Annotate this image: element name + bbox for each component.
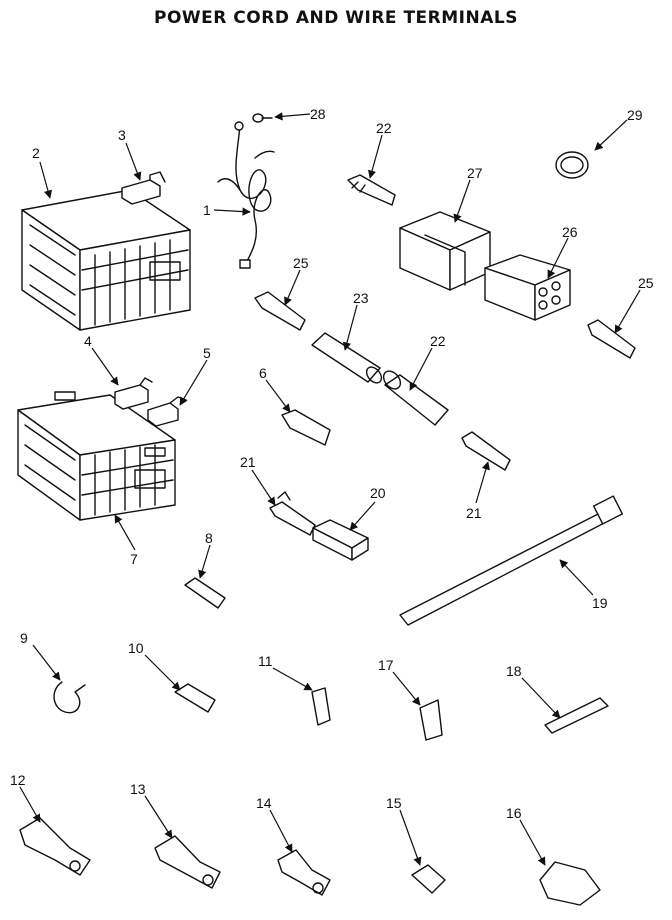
callout-29: 29 bbox=[627, 107, 643, 123]
part-9-clip bbox=[53, 681, 86, 714]
callout-15: 15 bbox=[386, 795, 402, 811]
part-7-connector-block bbox=[17, 391, 176, 521]
part-25-terminal-right bbox=[587, 319, 636, 359]
callout-17: 17 bbox=[378, 657, 394, 673]
callout-9: 9 bbox=[20, 630, 28, 646]
leader-lines bbox=[19, 112, 641, 866]
callout-10: 10 bbox=[128, 640, 144, 656]
part-24-sleeve bbox=[311, 332, 383, 384]
callout-25-right: 25 bbox=[638, 275, 654, 291]
part-22-terminal-lower bbox=[461, 431, 511, 471]
part-4-terminal bbox=[114, 377, 153, 410]
callout-3: 3 bbox=[118, 127, 126, 143]
part-26-housing bbox=[484, 254, 571, 321]
part-22-terminal-top bbox=[347, 174, 396, 206]
part-11-terminal bbox=[311, 687, 331, 726]
callout-1: 1 bbox=[203, 202, 211, 218]
callout-28: 28 bbox=[310, 106, 326, 122]
callout-22-lower: 21 bbox=[466, 505, 482, 521]
part-29-clip bbox=[555, 151, 589, 179]
part-14-ring-terminal bbox=[277, 849, 331, 896]
part-2-connector-block bbox=[21, 189, 191, 331]
callout-8: 8 bbox=[205, 530, 213, 546]
part-17-terminal bbox=[419, 699, 443, 741]
callout-5: 5 bbox=[203, 345, 211, 361]
callout-18: 18 bbox=[506, 663, 522, 679]
callout-22-top: 22 bbox=[376, 120, 392, 136]
callout-20: 20 bbox=[370, 485, 386, 501]
part-3-latch bbox=[121, 171, 166, 205]
callout-11: 11 bbox=[258, 653, 273, 669]
part-8-terminal bbox=[184, 577, 226, 609]
part-18-splice bbox=[544, 697, 609, 734]
part-21-terminal bbox=[269, 491, 316, 536]
part-1-power-cord bbox=[217, 121, 275, 269]
callout-23: 22 bbox=[430, 333, 446, 349]
callout-25-left: 25 bbox=[293, 255, 309, 271]
part-25-terminal-left bbox=[254, 291, 306, 331]
part-16-bracket bbox=[539, 861, 601, 906]
part-6-terminal bbox=[281, 409, 331, 446]
callout-2: 2 bbox=[32, 145, 40, 161]
part-10-terminal bbox=[174, 683, 216, 713]
callout-21: 21 bbox=[240, 454, 256, 470]
part-15-terminal bbox=[411, 864, 446, 894]
part-5-terminal bbox=[147, 396, 187, 427]
part-12-ring-terminal bbox=[19, 817, 91, 876]
callout-24: 23 bbox=[353, 290, 369, 306]
part-19-cable-tie bbox=[399, 495, 624, 626]
part-27-housing bbox=[399, 211, 491, 291]
part-23-tube bbox=[382, 370, 449, 426]
callout-16: 16 bbox=[506, 805, 522, 821]
diagram-title: POWER CORD AND WIRE TERMINALS bbox=[154, 8, 518, 28]
part-20-insulator bbox=[312, 519, 369, 561]
callout-19: 19 bbox=[592, 595, 608, 611]
callout-7: 7 bbox=[130, 551, 138, 567]
callout-13: 13 bbox=[130, 781, 146, 797]
part-13-ring-terminal bbox=[154, 835, 221, 889]
part-28-screw bbox=[252, 113, 273, 123]
callout-6: 6 bbox=[259, 365, 267, 381]
callout-14: 14 bbox=[256, 795, 272, 811]
callout-labels: 2 3 28 1 22 27 29 26 25 23 25 22 4 5 6 2… bbox=[10, 106, 654, 821]
callout-12: 12 bbox=[10, 772, 26, 788]
callout-27: 27 bbox=[467, 165, 483, 181]
callout-4: 4 bbox=[84, 333, 92, 349]
callout-26: 26 bbox=[562, 224, 578, 240]
